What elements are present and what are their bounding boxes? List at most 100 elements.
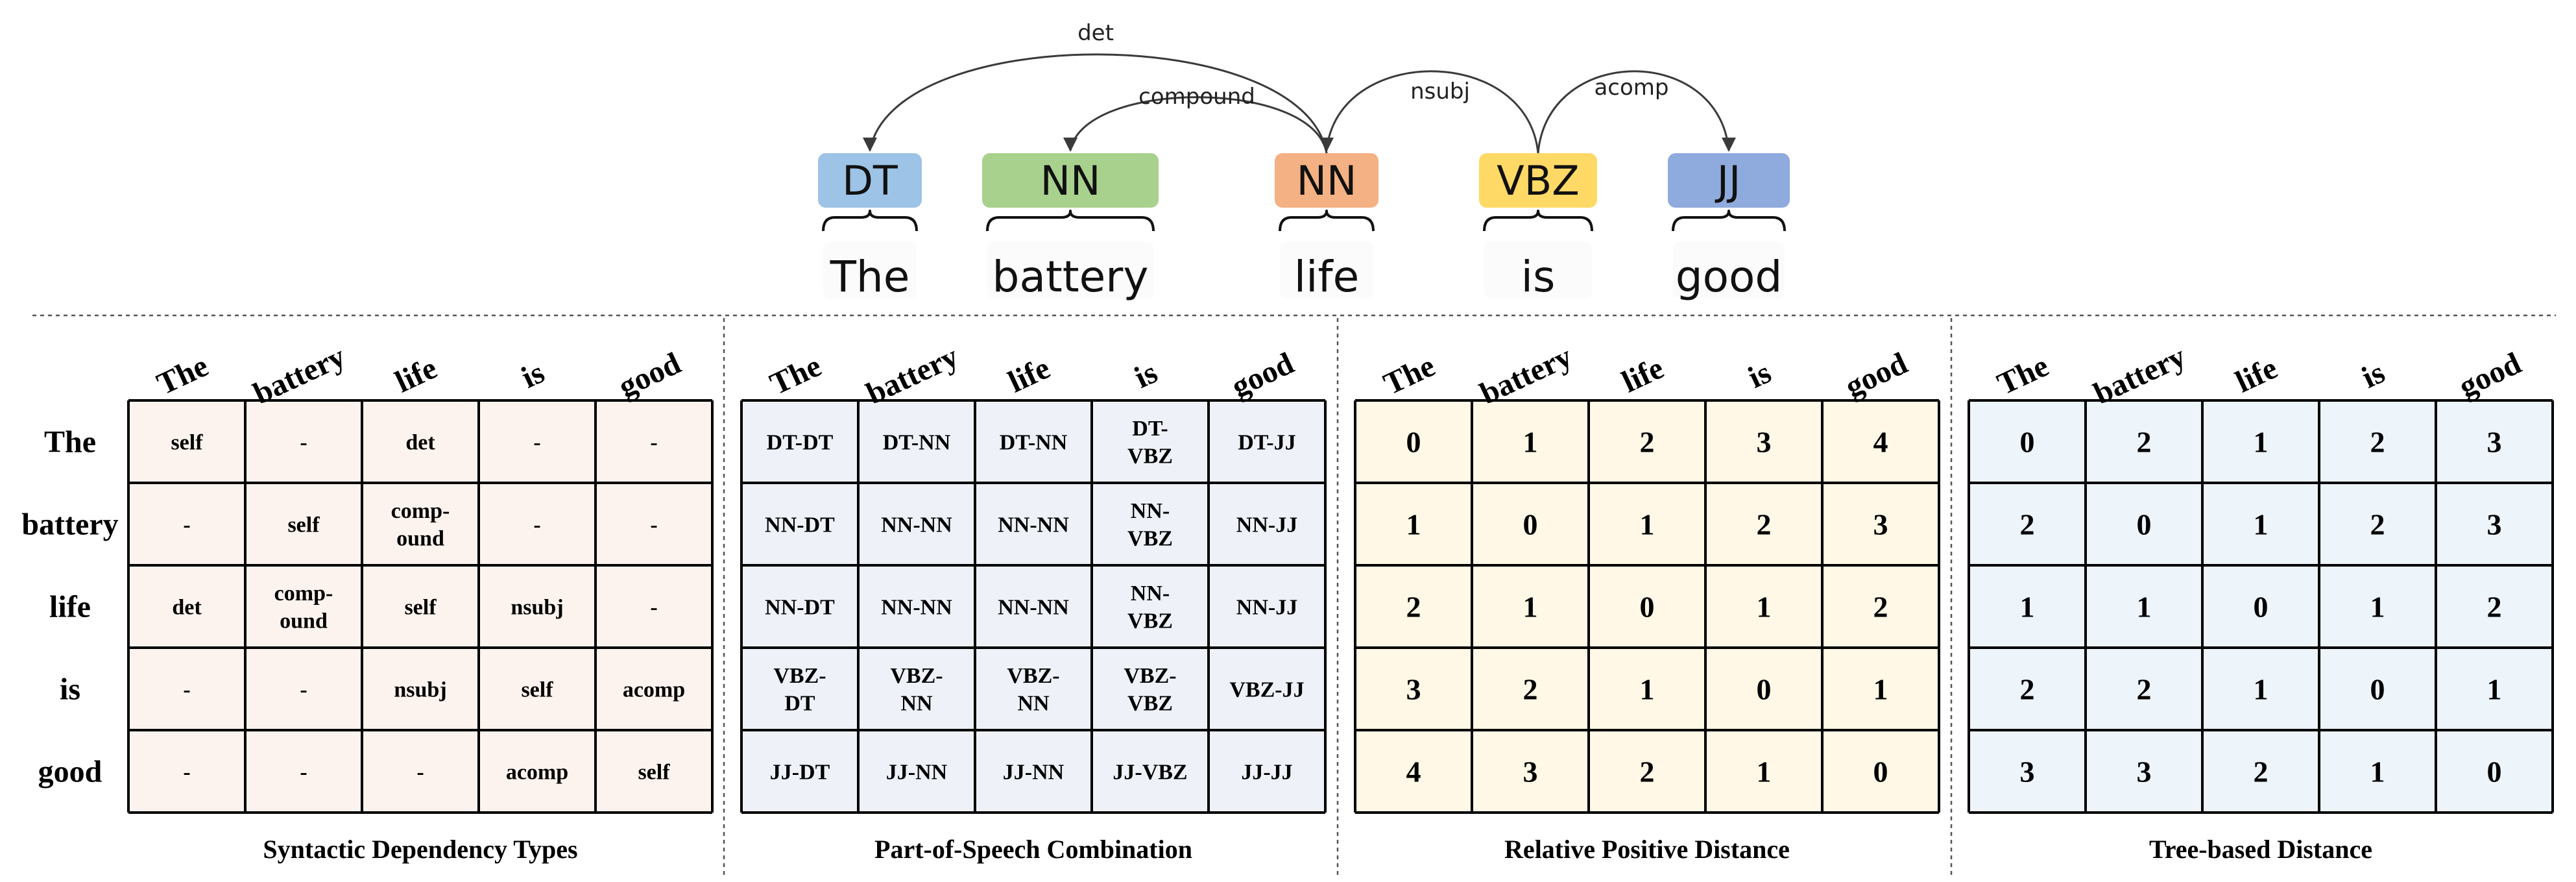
matrix-background (1969, 400, 2553, 813)
matrix-cell: 1 (2370, 755, 2385, 789)
dependency-tree: DTTheNNbatteryNNlifeVBZisJJgooddetcompou… (818, 20, 1790, 302)
matrix-cell: 1 (1640, 673, 1655, 706)
column-header-good: good (1227, 346, 1299, 404)
matrix-cell: NN-NN (998, 513, 1069, 537)
matrix-cell: 0 (2137, 508, 2152, 541)
matrix-cell: JJ-DT (770, 760, 830, 784)
row-header-life: life (49, 590, 91, 624)
arrowhead (863, 138, 877, 152)
matrix-cell: 3 (1406, 673, 1421, 706)
matrix-cell: 2 (1640, 755, 1655, 789)
token-battery: NN battery (982, 153, 1159, 302)
arc-label: det (1077, 20, 1114, 46)
matrix-cell: 2 (2370, 426, 2385, 459)
matrix-cell: NN-JJ (1236, 595, 1297, 619)
matrix-caption: Relative Positive Distance (1504, 835, 1790, 864)
curly-brace (1672, 210, 1786, 232)
matrix-cell: 0 (2487, 755, 2502, 789)
arc-line (869, 53, 1328, 154)
matrix-cell: - (300, 430, 307, 454)
word-label: battery (993, 252, 1149, 302)
row-header-is: is (60, 672, 80, 707)
matrix-cell: 1 (2254, 673, 2269, 706)
matrix-cell: - (650, 595, 657, 619)
matrix-cell: 0 (1523, 508, 1538, 541)
matrix-cell: 2 (1640, 426, 1655, 459)
curly-brace (986, 210, 1155, 232)
matrix-background (128, 400, 712, 813)
matrix-cell: NN-DT (765, 595, 835, 619)
arc-label: compound (1138, 84, 1255, 110)
matrix-cell: 0 (1406, 426, 1421, 459)
matrix-cell: acomp (623, 678, 685, 702)
word-box (1673, 241, 1785, 299)
arc-line (1325, 70, 1539, 154)
pos-tag-label: NN (1297, 157, 1357, 204)
matrix-cell: - (650, 430, 657, 454)
word-box (1280, 241, 1373, 299)
matrix-cell: JJ-JJ (1241, 760, 1292, 784)
matrix-cell: DT-JJ (1238, 430, 1295, 454)
word-label: life (1294, 252, 1360, 302)
matrix-cell: - (183, 760, 190, 784)
matrix-cell: 1 (1873, 673, 1888, 706)
column-header-life: life (390, 350, 442, 399)
pos-tag-box (818, 153, 922, 208)
matrix-cell: VBZ-DT (773, 664, 826, 716)
word-label: The (830, 252, 910, 302)
matrix-cell: 1 (1640, 508, 1655, 541)
word-box (987, 241, 1153, 299)
matrix-background (741, 400, 1325, 813)
matrix-caption: Syntactic Dependency Types (263, 835, 577, 864)
matrix-cell: 3 (2137, 755, 2152, 789)
matrix-cell: DT-NN (883, 430, 951, 454)
matrix-cell: 2 (2137, 673, 2152, 706)
matrix-cell: VBZ-JJ (1229, 678, 1304, 702)
matrix-cell: 1 (1523, 591, 1538, 624)
column-header-the: The (1378, 349, 1440, 402)
arc-compound: compound (1063, 84, 1328, 154)
matrix-cell: 0 (2020, 426, 2035, 459)
matrix-cell: comp-ound (274, 582, 333, 633)
matrix-cell: NN-VBZ (1127, 499, 1173, 551)
matrix-cell: NN-NN (881, 513, 952, 537)
curly-brace (1279, 210, 1375, 232)
matrix-cell: 1 (1757, 755, 1772, 789)
matrix-cell: JJ-NN (1003, 760, 1065, 784)
matrix-cell: 3 (1523, 755, 1538, 789)
column-header-the: The (765, 349, 826, 402)
matrix-cell: 3 (1873, 508, 1888, 541)
matrix-cell: 2 (2020, 508, 2035, 541)
matrix-cell: 1 (2254, 426, 2269, 459)
matrix-cell: JJ-VBZ (1113, 760, 1187, 784)
column-header-good: good (614, 346, 686, 404)
column-header-good: good (1840, 346, 1913, 404)
matrix-cell: nsubj (511, 595, 563, 619)
row-header-good: good (38, 755, 102, 789)
matrix-cell: - (183, 513, 190, 537)
matrix-cell: 0 (1640, 591, 1655, 624)
matrix-cell: 3 (2487, 508, 2502, 541)
matrix-cell: 1 (1523, 426, 1538, 459)
matrix-caption: Part-of-Speech Combination (874, 835, 1192, 864)
matrix-cell: self (171, 430, 203, 454)
curly-brace (822, 210, 918, 232)
column-header-good: good (2454, 346, 2527, 404)
matrix-cell: 1 (2370, 591, 2385, 624)
matrix-cell: - (416, 760, 424, 784)
arc-line (1069, 96, 1328, 154)
column-header-is: is (1129, 355, 1162, 395)
curly-brace (1483, 210, 1593, 232)
matrix-cell: VBZ-NN (1007, 664, 1059, 716)
matrix-cell: 1 (2137, 591, 2152, 624)
matrix-cell: 1 (2254, 508, 2269, 541)
pos-tag-label: NN (1041, 157, 1101, 204)
